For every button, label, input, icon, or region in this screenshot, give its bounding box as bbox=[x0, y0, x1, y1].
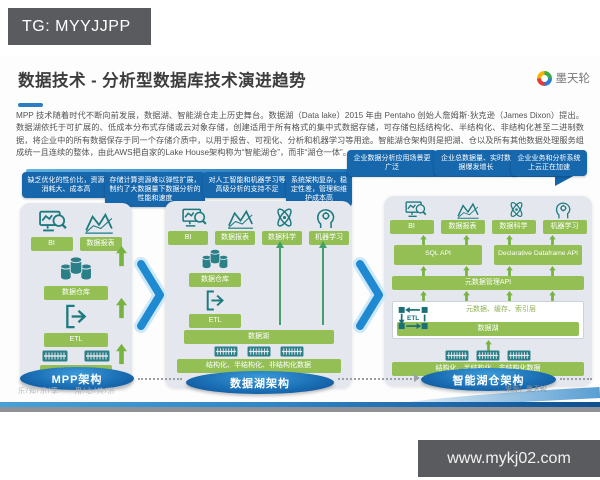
source-credit: 来源：墨天轮 bbox=[505, 386, 547, 393]
callout-broader-scenarios: 企业数据分析应用场景更广泛 bbox=[347, 150, 437, 177]
mpp-icon-row bbox=[38, 209, 114, 234]
machine-learning-head-icon bbox=[315, 206, 336, 229]
label-report: 数据报表 bbox=[215, 231, 255, 245]
label-machine-learning: 机器学习 bbox=[309, 231, 349, 245]
up-arrow-row bbox=[384, 234, 592, 247]
data-science-atom-icon bbox=[273, 206, 296, 229]
label-data-warehouse: 数据仓库 bbox=[44, 285, 108, 300]
connector-line bbox=[276, 241, 284, 325]
database-icon bbox=[56, 254, 96, 283]
api-row: SQL API Declarative Dataframe API bbox=[394, 244, 582, 265]
label-data-lake: 数据湖 bbox=[397, 321, 579, 336]
database-icon bbox=[199, 247, 231, 271]
machine-learning-head-icon bbox=[554, 200, 572, 219]
data-science-atom-icon bbox=[507, 200, 526, 219]
callout-data-growth: 企业总数据量、实时数据爆发增长 bbox=[434, 150, 518, 177]
bi-monitor-icon bbox=[181, 207, 208, 229]
structured-data-grid-icon bbox=[214, 346, 238, 357]
slide-header: 数据技术 - 分析型数据库技术演进趋势 墨天轮 bbox=[18, 67, 590, 91]
label-etl: ETL bbox=[189, 313, 241, 328]
panel-lakehouse: BI 数据报表 数据科学 机器学习 SQL API Declarative Da… bbox=[384, 196, 592, 386]
report-chart-icon bbox=[84, 212, 114, 234]
report-chart-icon bbox=[456, 202, 480, 219]
label-bi: BI bbox=[389, 220, 434, 234]
callout-cost-issue: 缺乏优化的性价比，资源消耗大、成本高 bbox=[22, 172, 110, 199]
lakehouse-label-row: BI 数据报表 数据科学 机器学习 bbox=[384, 220, 592, 234]
label-etl: ETL bbox=[44, 332, 108, 347]
structured-data-grid-icon bbox=[280, 346, 304, 357]
label-metadata-api: 元数据管理API bbox=[392, 275, 584, 290]
structured-data-grid-icon bbox=[42, 350, 68, 362]
lake-left-stack: 数据仓库 ETL bbox=[165, 247, 352, 328]
oval-mpp-architecture: MPP架构 bbox=[20, 367, 134, 390]
up-arrow-icon bbox=[116, 341, 127, 367]
title-underline bbox=[18, 103, 43, 107]
callout-cloud-migration: 企业业务和分析系统上云正在加速 bbox=[511, 150, 587, 177]
chevron-right-icon bbox=[353, 257, 386, 333]
label-all-data-types: 结构化、半结构化、非结构化数据 bbox=[176, 358, 341, 373]
label-sql-api: SQL API bbox=[394, 244, 482, 265]
up-arrow-row bbox=[384, 290, 592, 303]
up-arrow-icon bbox=[116, 243, 127, 269]
lake-icon-row bbox=[165, 206, 352, 229]
label-data-science: 数据科学 bbox=[491, 220, 536, 234]
motianlun-logo-icon bbox=[536, 70, 552, 86]
label-metadata-cache-index: 元数据、缓存、索引层 bbox=[466, 305, 536, 313]
oval-data-lake-architecture: 数据湖架构 bbox=[186, 371, 334, 394]
mpp-grid-row bbox=[42, 350, 110, 362]
slide-edge-shadow bbox=[0, 407, 600, 412]
site-watermark-badge: www.mykj02.com bbox=[418, 440, 600, 477]
label-bi: BI bbox=[30, 237, 73, 251]
lakehouse-icon-row bbox=[384, 200, 592, 219]
intro-paragraph: MPP 技术随着时代不断向前发展，数据湖、智能湖仓走上历史舞台。数据湖（Data… bbox=[16, 111, 584, 158]
lake-label-row: BI 数据报表 数据科学 机器学习 bbox=[165, 231, 352, 245]
report-chart-icon bbox=[227, 209, 254, 229]
label-bi: BI bbox=[168, 231, 208, 245]
dotted-connector-arrow-icon bbox=[414, 374, 420, 382]
structured-data-grid-icon bbox=[84, 350, 110, 362]
up-arrow-row bbox=[384, 339, 592, 352]
structured-data-grid-icon bbox=[476, 350, 500, 361]
tg-watermark-badge: TG: MYYJJPP bbox=[8, 8, 151, 45]
panel-mpp: BI 数据报表 数据仓库 ETL 结构化数据 bbox=[20, 203, 132, 389]
mpp-label-row: BI 数据报表 bbox=[20, 237, 132, 251]
dotted-connector bbox=[338, 378, 416, 380]
metadata-cache-index-box: 元数据、缓存、索引层 数据湖 ETL bbox=[392, 300, 584, 339]
label-dataframe-api: Declarative Dataframe API bbox=[494, 244, 582, 265]
chevron-right-icon bbox=[134, 257, 167, 333]
callout-ai-support-issue: 对人工智能和机器学习等高级分析的支持不足 bbox=[203, 172, 291, 199]
label-report: 数据报表 bbox=[440, 220, 485, 234]
lake-grid-row bbox=[214, 346, 304, 357]
dotted-connector bbox=[138, 378, 182, 380]
structured-data-grid-icon bbox=[507, 350, 531, 361]
bi-monitor-icon bbox=[38, 209, 68, 234]
slogan-watermark: 乐/知/乐/享 用/心/共/济 bbox=[18, 388, 116, 395]
structured-data-grid-icon bbox=[445, 350, 469, 361]
etl-document-icon bbox=[204, 289, 227, 312]
footer-line bbox=[0, 402, 600, 407]
connector-line bbox=[319, 241, 327, 325]
lakehouse-grid-row bbox=[445, 350, 531, 361]
oval-lakehouse-architecture: 智能湖仓架构 bbox=[421, 368, 556, 391]
bi-monitor-icon bbox=[404, 200, 428, 219]
up-arrow-icon bbox=[116, 295, 127, 321]
label-data-warehouse: 数据仓库 bbox=[189, 272, 241, 287]
structured-data-grid-icon bbox=[247, 346, 271, 357]
label-machine-learning: 机器学习 bbox=[542, 220, 587, 234]
panel-data-lake: BI 数据报表 数据科学 机器学习 数据仓库 ETL 数据湖 结构化、半结构化、… bbox=[165, 201, 352, 388]
motianlun-logo: 墨天轮 bbox=[536, 70, 591, 86]
motianlun-logo-text: 墨天轮 bbox=[555, 73, 591, 85]
up-arrow-row bbox=[384, 265, 592, 278]
label-report: 数据报表 bbox=[79, 237, 122, 251]
slide: 数据技术 - 分析型数据库技术演进趋势 墨天轮 MPP 技术随着时代不断向前发展… bbox=[0, 55, 600, 411]
page-title: 数据技术 - 分析型数据库技术演进趋势 bbox=[18, 72, 307, 90]
label-data-science: 数据科学 bbox=[262, 231, 302, 245]
dotted-connector bbox=[560, 378, 592, 380]
etl-document-icon bbox=[63, 303, 90, 330]
label-etl: ETL bbox=[407, 314, 420, 322]
label-data-lake: 数据湖 bbox=[183, 329, 334, 344]
